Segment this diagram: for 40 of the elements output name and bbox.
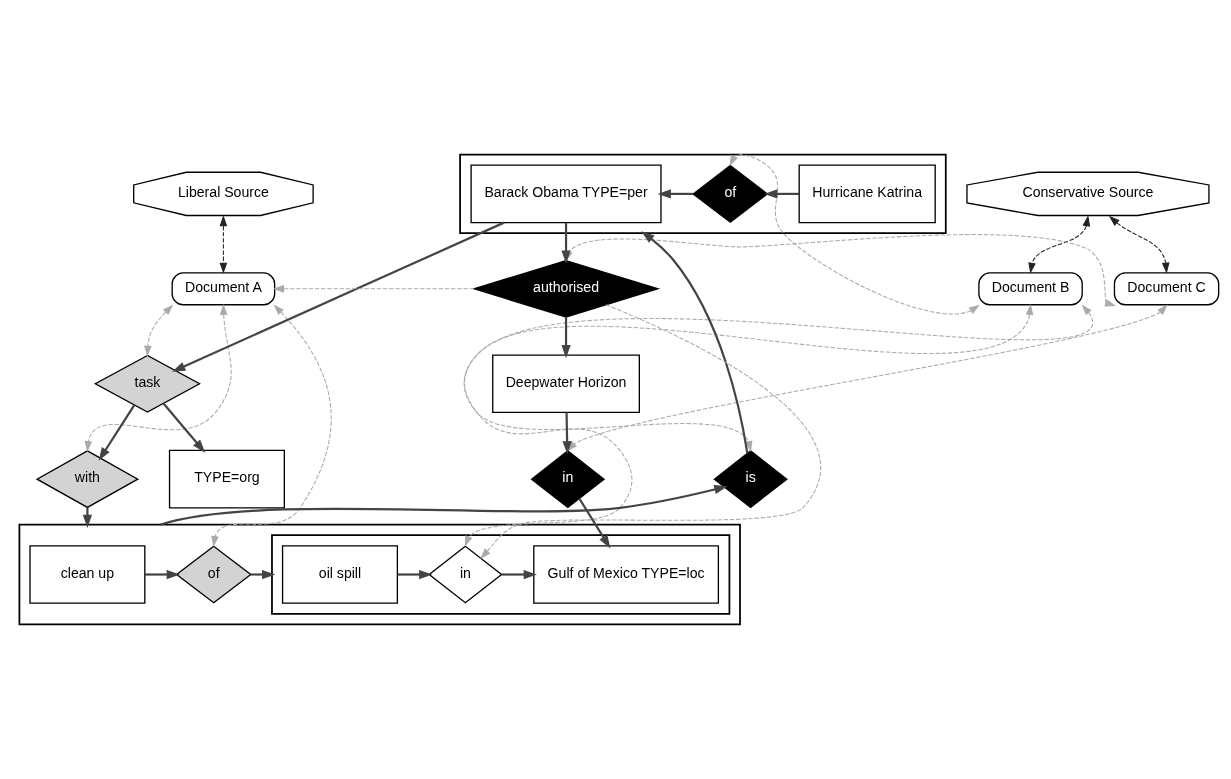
node-box: Barack Obama TYPE=per	[470, 164, 662, 224]
node-box: TYPE=org	[168, 449, 285, 509]
arrow	[1028, 215, 1091, 274]
arrow	[657, 189, 693, 199]
arrow	[144, 569, 180, 580]
node-box: Hurricane Katrina	[798, 164, 936, 224]
arrow	[501, 569, 537, 580]
arrow	[764, 189, 799, 199]
arrow	[250, 569, 276, 580]
node-diamond: of	[175, 545, 252, 604]
arrow	[729, 154, 980, 315]
arrow	[464, 304, 1092, 547]
arrow	[98, 404, 136, 461]
arrow	[1108, 215, 1170, 274]
node-diamond: authorised	[471, 259, 661, 318]
arrow	[144, 304, 174, 357]
node-box: Deepwater Horizon	[492, 354, 640, 414]
arrow	[641, 231, 749, 454]
arrow	[578, 497, 611, 549]
arrow	[480, 304, 822, 559]
arrow	[162, 402, 206, 453]
node-diamond: with	[35, 450, 140, 509]
node-diamond: in	[530, 450, 606, 509]
node-diamond: task	[93, 354, 201, 413]
arrow	[561, 317, 571, 359]
node-box: Gulf of Mexico TYPE=loc	[533, 545, 720, 604]
node-box: Document C	[1113, 272, 1220, 306]
arrow	[219, 215, 228, 274]
node-box: Document A	[171, 272, 276, 306]
arrow	[397, 569, 433, 580]
node-diamond: of	[692, 164, 769, 223]
arrow	[84, 304, 232, 453]
node-box: clean up	[29, 545, 146, 604]
arrow	[562, 412, 572, 455]
cluster	[18, 523, 741, 626]
arrow	[273, 285, 475, 293]
arrow	[82, 507, 93, 528]
node-box: oil spill	[281, 545, 399, 604]
arrow	[211, 304, 332, 547]
node-box: Document B	[978, 272, 1083, 306]
